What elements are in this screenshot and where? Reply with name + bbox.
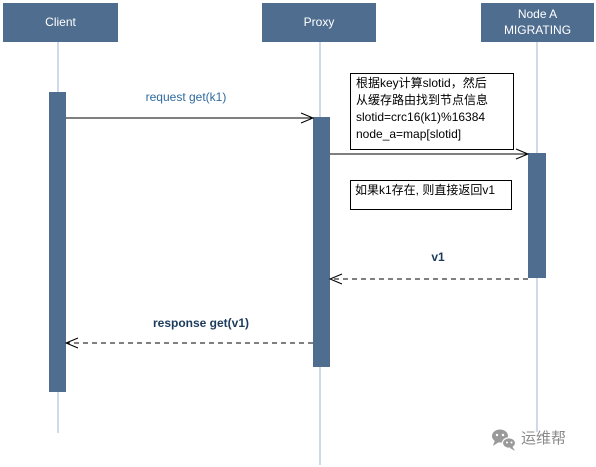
participant-client: Client <box>3 3 118 42</box>
participant-node-a: Node A MIGRATING <box>481 3 594 42</box>
watermark-text: 运维帮 <box>521 430 566 447</box>
node-a-activation-bar <box>528 153 546 278</box>
message-reply-v1: v1 <box>328 250 528 285</box>
message-response: response get(v1) <box>64 316 313 349</box>
participant-node-a-label-line2: MIGRATING <box>504 23 571 37</box>
note-routing-line-2: 从缓存路由找到节点信息 <box>356 92 488 107</box>
message-request: request get(k1) <box>66 90 315 124</box>
note-routing-line-1: 根据key计算slotid，然后 <box>356 75 487 90</box>
participant-node-a-label-line1: Node A <box>518 7 557 21</box>
message-response-label: response get(v1) <box>153 316 249 330</box>
participant-client-box <box>3 3 118 42</box>
message-request-arrowhead <box>300 112 315 124</box>
participant-proxy: Proxy <box>262 3 376 42</box>
message-forward <box>330 148 530 160</box>
note-routing-line-3: slotid=crc16(k1)%16384 <box>356 110 485 124</box>
participant-node-a-box <box>481 3 594 42</box>
watermark: 运维帮 <box>492 429 566 451</box>
participant-proxy-label: Proxy <box>304 15 335 29</box>
message-reply-v1-arrowhead <box>328 273 343 285</box>
message-reply-v1-label: v1 <box>431 250 445 264</box>
message-forward-arrowhead <box>515 148 530 160</box>
participant-proxy-box <box>262 3 376 42</box>
proxy-activation-bar <box>313 117 330 367</box>
note-routing-line-4: node_a=map[slotid] <box>356 127 461 141</box>
wechat-icon <box>492 429 517 451</box>
note-direct-return: 如果k1存在, 则直接返回v1 <box>350 180 512 210</box>
note-routing: 根据key计算slotid，然后 从缓存路由找到节点信息 slotid=crc1… <box>350 73 514 150</box>
client-activation-bar <box>49 92 66 392</box>
participant-client-label: Client <box>45 15 76 29</box>
note-direct-return-box <box>350 180 512 210</box>
note-routing-box <box>350 73 514 150</box>
message-response-arrowhead <box>64 337 79 349</box>
message-request-label: request get(k1) <box>146 90 227 104</box>
note-direct-return-line-1: 如果k1存在, 则直接返回v1 <box>355 182 495 197</box>
